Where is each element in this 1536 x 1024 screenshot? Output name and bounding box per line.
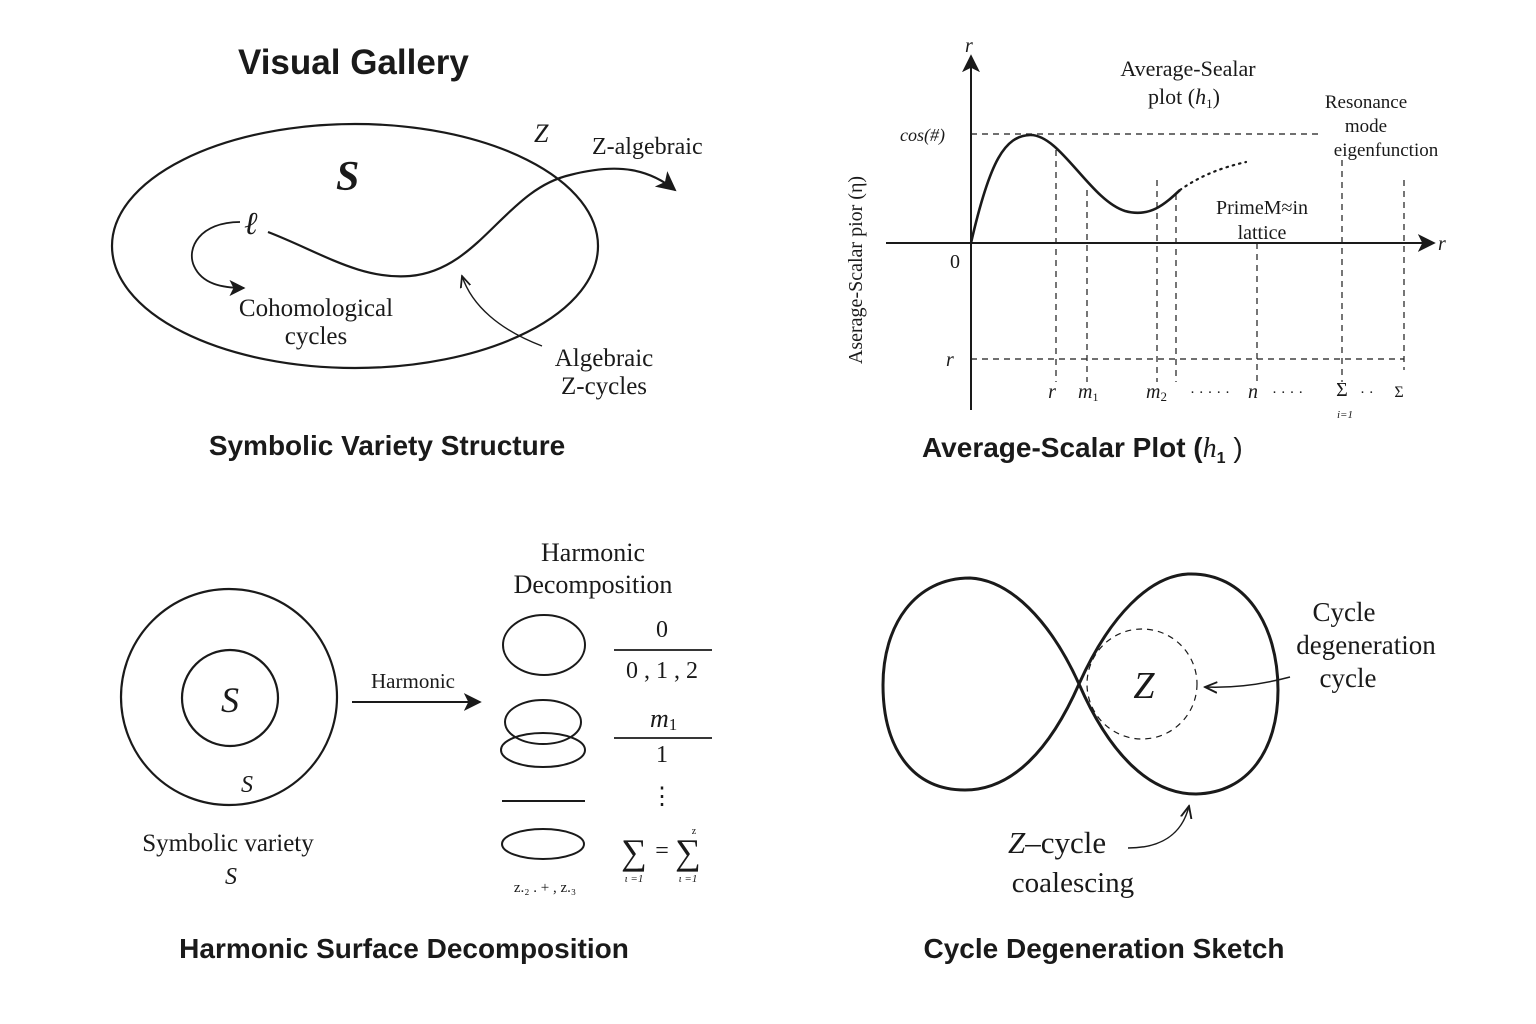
sum-right: ∑ (675, 832, 701, 872)
boundary-label-z: Z (534, 119, 549, 148)
decomposition-title-1: Harmonic (541, 538, 645, 567)
panel-cycle-degeneration: Z Cycle degeneration cycle Z–cycle coale… (881, 572, 1436, 964)
algebraic-cycle-curve (267, 167, 677, 278)
outer-variety-circle (119, 587, 339, 807)
loop-label-ell: ℓ (244, 205, 258, 241)
z-algebraic-label: Z-algebraic (592, 134, 703, 160)
scalar-curve-dotted-tail (1178, 160, 1248, 192)
lower-r-label: r (946, 349, 954, 371)
outer-label-s: S (241, 772, 253, 798)
plot-title-line1: Average-Sealar (1120, 56, 1256, 81)
x-axis-letter: r (1438, 233, 1446, 255)
cohomological-loop-arrow (190, 221, 246, 297)
harmonic-shape-2-bottom (500, 732, 586, 768)
plot-title-line2: plot (h1) (1148, 84, 1220, 111)
cohomological-label-1: Cohomological (239, 295, 393, 322)
region-label-s: S (336, 154, 359, 200)
fraction-1-numerator: 0 (656, 617, 668, 643)
right-lobe (1077, 572, 1280, 796)
z-cycle-label: Z–cycle (1008, 825, 1106, 860)
algebraic-label-1: Algebraic (555, 345, 654, 372)
tick-label-sigma-sub: i=1 (1337, 409, 1353, 421)
tick-label-n: n (1248, 381, 1258, 403)
harmonic-shape-2-top (504, 699, 582, 745)
fraction-2-numerator: m1 (650, 704, 677, 734)
coalescing-pointer-arrow (1127, 806, 1189, 849)
symbolic-variety-label: Symbolic variety (142, 830, 314, 857)
resonance-label-2: mode (1345, 116, 1387, 137)
inner-variety-circle (180, 648, 280, 748)
y-axis-title: Aserage-Scalar pior (η) (845, 176, 867, 364)
scalar-curve (969, 133, 1181, 244)
tick-label-dots-3: · · (1360, 385, 1374, 401)
tick-label-dots-2: · · · · (1272, 385, 1303, 401)
fraction-1-denominator: 0 , 1 , 2 (626, 658, 698, 684)
sum-left: ∑ (621, 832, 647, 872)
harmonic-bottom-label: z.₂ . + , z.₃ (514, 880, 576, 896)
symbolic-variety-s: S (225, 864, 237, 890)
resonance-label-3: eigenfunction (1334, 140, 1439, 161)
fraction-2-denominator: 1 (656, 742, 668, 768)
caption-average-scalar: Average-Scalar Plot (h1 ) (922, 432, 1243, 467)
tick-label-m1: m1 (1078, 381, 1098, 404)
sum-right-sub: ι =1 (679, 873, 698, 885)
algebraic-label-2: Z-cycles (561, 373, 647, 400)
sum-right-sup: z (692, 826, 697, 837)
prime-lattice-label-1: PrimeM≈in (1216, 197, 1308, 219)
caption-cycle-degeneration: Cycle Degeneration Sketch (923, 933, 1284, 964)
tick-label-sigma: Σ (1336, 379, 1348, 401)
page-title: Visual Gallery (238, 43, 469, 82)
panel-harmonic-decomposition: S S Symbolic variety S Harmonic Harmonic… (119, 538, 712, 964)
degeneration-pointer-arrow (1205, 676, 1291, 687)
degeneration-dashed-circle (1086, 628, 1198, 740)
cohomological-label-2: cycles (285, 323, 347, 350)
inner-label-s: S (221, 680, 239, 720)
panel-average-scalar-plot: r r Aserage-Scalar pior (η) cos(#) 0 r A… (845, 35, 1446, 467)
y-axis-letter: r (965, 35, 973, 57)
cycle-label-1: Cycle (1313, 597, 1376, 627)
origin-label: 0 (950, 251, 960, 273)
panel-symbolic-variety: S Z Z-algebraic ℓ Cohomological cycles A… (110, 119, 703, 461)
coalescing-label: coalescing (1012, 867, 1134, 899)
z-label: Z (1133, 665, 1155, 707)
tick-label-sigma-end: Σ (1394, 384, 1403, 401)
left-lobe (881, 576, 1081, 792)
variety-ellipse (110, 122, 600, 370)
decomposition-title-2: Decomposition (514, 570, 673, 599)
vertical-ellipsis: ⋮ (650, 784, 674, 810)
harmonic-shape-4 (501, 828, 585, 860)
tick-label-r: r (1048, 381, 1056, 403)
sum-left-sub: ι =1 (625, 873, 644, 885)
tick-label-m2: m2 (1146, 381, 1167, 404)
harmonic-arrow-label: Harmonic (371, 669, 455, 693)
algebraic-pointer-arrow (462, 276, 543, 347)
cos-label: cos(#) (900, 125, 945, 146)
cycle-label-2: degeneration (1296, 630, 1436, 660)
resonance-label-1: Resonance (1325, 92, 1407, 113)
caption-symbolic-variety: Symbolic Variety Structure (209, 430, 565, 461)
tick-label-dots-1: · · · · · (1190, 385, 1230, 401)
sum-equals: = (655, 838, 669, 864)
prime-lattice-label-2: lattice (1238, 222, 1287, 244)
caption-harmonic-surface: Harmonic Surface Decomposition (179, 933, 629, 964)
cycle-label-3: cycle (1320, 663, 1377, 693)
harmonic-shape-1 (502, 614, 586, 676)
